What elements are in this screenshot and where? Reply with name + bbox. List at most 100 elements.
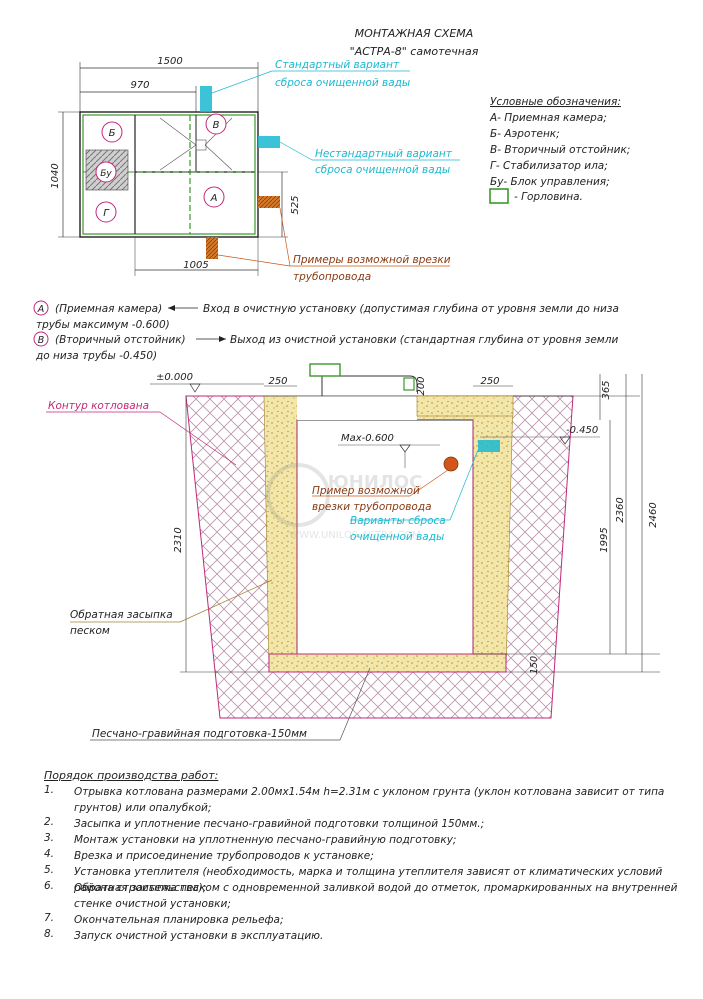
- note-v-line1: (Вторичный отстойник): [55, 334, 186, 346]
- dim-250-left: 250: [268, 376, 287, 387]
- dim-970: 970: [130, 80, 149, 91]
- legend-item-b: Б- Аэротенк;: [490, 128, 560, 140]
- step-text: Запуск очистной установки в эксплуатацию…: [74, 930, 324, 942]
- step-number: 6.: [44, 880, 55, 892]
- nonstandard-outflow-pipe: [258, 136, 280, 148]
- svg-text:В: В: [213, 120, 220, 131]
- step-number: 3.: [44, 832, 55, 844]
- step-text: Врезка и присоединение трубопроводов к у…: [74, 850, 374, 862]
- step-number: 7.: [44, 912, 55, 924]
- dim-1500: 1500: [157, 56, 182, 67]
- step-item: 2. Засыпка и уплотнение песчано-гравийной…: [44, 816, 694, 832]
- note-a-line2: трубы максимум -0.600): [36, 319, 170, 331]
- svg-text:Б: Б: [109, 128, 116, 139]
- max-depth: Max-0.600: [341, 433, 394, 444]
- step-number: 1.: [44, 784, 55, 796]
- tank-outline: [79, 111, 259, 238]
- dim-1040: 1040: [50, 163, 61, 188]
- out-depth: -0.450: [566, 425, 598, 436]
- note-a-line1: (Приемная камера): [55, 303, 162, 315]
- steps-title: Порядок производства работ:: [44, 769, 219, 782]
- tank-inner-green: [82, 114, 256, 235]
- dim-250-right: 250: [480, 376, 499, 387]
- step-text: Засыпка и уплотнение песчано-гравийной п…: [74, 818, 485, 830]
- compartment-a: А: [203, 186, 225, 208]
- label-pipe-2: врезки трубопровода: [312, 501, 432, 513]
- svg-text:Г: Г: [103, 208, 110, 219]
- title-line2: "АСТРА-8" самотечная: [350, 45, 479, 58]
- label-out-2: очищенной вады: [350, 531, 444, 543]
- compartment-v: В: [205, 113, 227, 135]
- legend-item-g: Г- Стабилизатор ила;: [490, 160, 608, 172]
- dim-2310: 2310: [173, 527, 184, 552]
- step-text: Монтаж установки на уплотненную песчано-…: [74, 834, 457, 846]
- label-backfill-2: песком: [70, 625, 110, 637]
- note-a-line1b: Вход в очистную установку (допустимая гл…: [203, 303, 619, 315]
- callout-standard-line2: сброса очищенной вады: [275, 77, 410, 89]
- dim-1005: 1005: [183, 260, 208, 271]
- tank-body: [296, 419, 474, 655]
- notes: А (Приемная камера) Вход в очистную уста…: [33, 300, 619, 362]
- pipe-section: [443, 456, 459, 472]
- legend-item-a: А- Приемная камера;: [489, 112, 607, 124]
- step-item: 7. Окончательная планировка рельефа;: [44, 912, 694, 928]
- dim-200: 200: [416, 376, 427, 395]
- note-a-circle: А: [37, 304, 45, 315]
- dim-525: 525: [290, 195, 301, 214]
- dim-150: 150: [529, 656, 540, 674]
- dim-2360: 2360: [615, 497, 626, 522]
- legend-item-hatch: - Горловина.: [514, 191, 583, 203]
- note-v-line2: до низа трубы -0.450): [35, 350, 157, 362]
- step-text: Обратная засыпка песком с одновременной …: [74, 882, 678, 910]
- ground-level: ±0.000: [156, 372, 193, 383]
- outflow-section: [478, 440, 500, 452]
- watermark: ЮНИЛОС WWW.UNILOS-ASTRA.COM: [266, 463, 423, 541]
- hatch-lid: [309, 363, 341, 377]
- plan-view: 1500 970 1040 Б Бу: [50, 56, 460, 283]
- standard-outflow-pipe: [200, 86, 212, 112]
- watermark-text: ЮНИЛОС: [328, 472, 423, 493]
- step-text: Установка утеплителя (необходимость, мар…: [74, 866, 663, 894]
- label-backfill-1: Обратная засыпка: [70, 609, 173, 621]
- compartment-g: Г: [95, 201, 117, 223]
- section-view: ±0.000 250 200 250 365 1995 2360 2460 15…: [46, 363, 660, 741]
- step-text: Отрывка котлована размерами 2.00мх1.54м …: [74, 786, 665, 814]
- legend-title: Условные обозначения:: [490, 96, 621, 108]
- pipe-variant-right: [258, 196, 280, 208]
- note-v-circle: В: [38, 335, 45, 346]
- compartment-b: Б: [101, 121, 123, 143]
- callout-pipe-line2: трубопровода: [293, 271, 371, 283]
- step-item: 3. Монтаж установки на уплотненную песчан…: [44, 832, 694, 848]
- label-out-1: Варианты сброса: [350, 515, 446, 527]
- step-text: Окончательная планировка рельефа;: [74, 914, 284, 926]
- pipe-variant-bottom: [206, 237, 218, 259]
- step-number: 5.: [44, 864, 55, 876]
- label-base: Песчано-гравийная подготовка-150мм: [92, 728, 307, 740]
- callout-nonstandard-line2: сброса очищенной вады: [315, 164, 450, 176]
- gravel-base: [268, 653, 507, 673]
- step-number: 4.: [44, 848, 55, 860]
- watermark-url: WWW.UNILOS-ASTRA.COM: [289, 530, 420, 541]
- step-item: 1. Отрывка котлована размерами 2.00мх1.54…: [44, 784, 694, 816]
- callout-standard-line1: Стандартный вариант: [275, 59, 400, 71]
- legend: Условные обозначения: А- Приемная камера…: [489, 96, 630, 204]
- compartment-bu: Бу: [95, 161, 117, 183]
- dim-365: 365: [601, 380, 612, 399]
- callout-nonstandard-line1: Нестандартный вариант: [315, 148, 453, 160]
- dim-2460: 2460: [648, 502, 659, 527]
- step-number: 8.: [44, 928, 55, 940]
- step-item: 5. Установка утеплителя (необходимость, м…: [44, 864, 694, 896]
- svg-text:Бу: Бу: [100, 169, 112, 179]
- step-number: 2.: [44, 816, 55, 828]
- dim-1995: 1995: [599, 527, 610, 552]
- step-item: 6. Обратная засыпка песком с одновременно…: [44, 880, 694, 912]
- title-line1: МОНТАЖНАЯ СХЕМА: [355, 27, 474, 40]
- note-v-line1b: Выход из очистной установки (стандартная…: [230, 334, 618, 346]
- label-pit: Контур котлована: [48, 400, 149, 412]
- label-pipe-1: Пример возможной: [312, 485, 420, 497]
- callout-pipe-line1: Примеры возможной врезки: [293, 254, 451, 266]
- step-item: 4. Врезка и присоединение трубопроводов к…: [44, 848, 694, 864]
- svg-text:А: А: [210, 193, 218, 204]
- legend-item-bu: Бу- Блок управления;: [490, 176, 610, 188]
